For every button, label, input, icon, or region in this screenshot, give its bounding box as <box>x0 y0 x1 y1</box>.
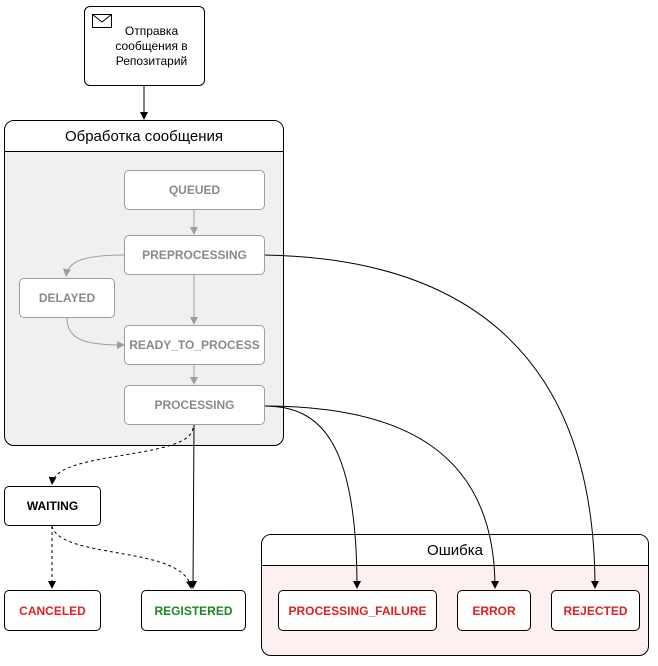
arrow-processing-to-registered <box>189 423 198 589</box>
state-rejected: REJECTED <box>551 590 640 631</box>
state-error: ERROR <box>457 590 531 631</box>
state-processing: PROCESSING <box>124 385 265 425</box>
processing-group-title: Обработка сообщения <box>5 121 283 152</box>
start-node: Отправка сообщения в Репозитарий <box>84 6 205 86</box>
state-preprocessing: PREPROCESSING <box>124 235 265 275</box>
state-waiting: WAITING <box>4 486 101 526</box>
arrow-processing-to-waiting <box>48 427 194 485</box>
error-group-title: Ошибка <box>262 535 648 566</box>
state-processing-failure: PROCESSING_FAILURE <box>278 590 437 631</box>
state-canceled: CANCELED <box>4 590 101 631</box>
arrow-delayed-to-ready <box>66 317 125 349</box>
arrow-waiting-to-registered <box>51 525 194 589</box>
arrow-preprocessing-to-rejected <box>263 254 599 589</box>
state-delayed: DELAYED <box>19 278 115 318</box>
state-queued: QUEUED <box>124 170 265 210</box>
arrow-processing-to-error <box>263 405 499 589</box>
state-ready-to-process: READY_TO_PROCESS <box>124 325 265 365</box>
state-registered: REGISTERED <box>141 590 246 631</box>
arrow-preprocessing-to-delayed <box>63 254 125 277</box>
arrow-processing-to-failure <box>263 405 361 589</box>
start-label: Отправка сообщения в Репозитарий <box>115 23 188 68</box>
envelope-icon <box>92 14 112 28</box>
